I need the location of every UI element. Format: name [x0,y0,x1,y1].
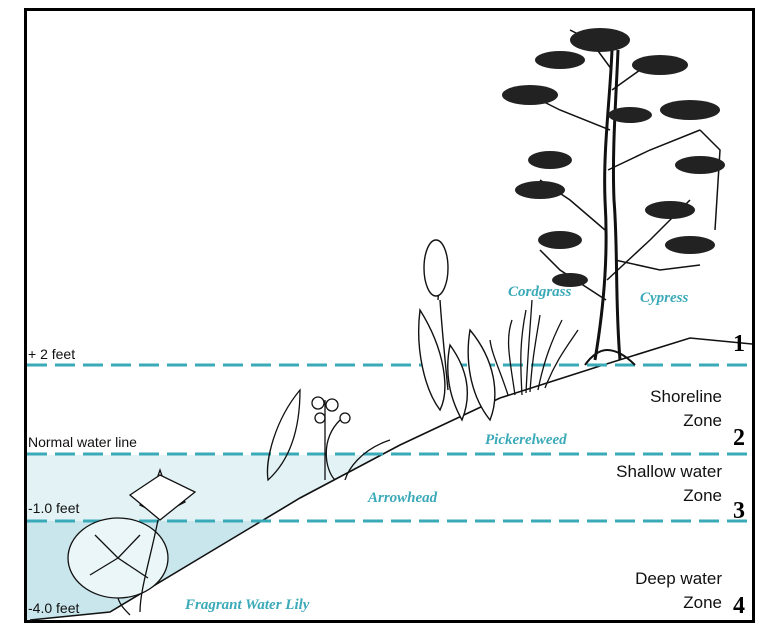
zone-number-1: 1 [733,331,745,358]
level-minus-four-feet: -4.0 feet [28,600,79,616]
level-minus-one-foot: -1.0 feet [28,500,79,516]
zone-shoreline-line1: Shoreline [650,385,722,409]
zone-shoreline-line2: Zone [650,409,722,433]
label-cordgrass: Cordgrass [508,284,571,301]
zone-shoreline: Shoreline Zone [650,385,722,433]
label-pickerelweed: Pickerelweed [485,432,567,449]
zone-number-3: 3 [733,498,745,525]
zone-deep-line2: Zone [635,591,722,615]
label-arrowhead: Arrowhead [368,490,437,507]
label-cypress: Cypress [640,290,688,307]
label-fragrant-water-lily: Fragrant Water Lily [185,597,309,614]
level-normal-water-line: Normal water line [28,434,137,450]
zone-deep-line1: Deep water [635,567,722,591]
zone-deep-water: Deep water Zone [635,567,722,615]
zone-shallow-water: Shallow water Zone [616,460,722,508]
zone-shallow-line1: Shallow water [616,460,722,484]
zone-number-2: 2 [733,425,745,452]
zone-shallow-line2: Zone [616,484,722,508]
pickerelweed-plant [419,240,495,420]
zone-number-4: 4 [733,593,745,620]
level-plus-two-feet: + 2 feet [28,346,75,362]
